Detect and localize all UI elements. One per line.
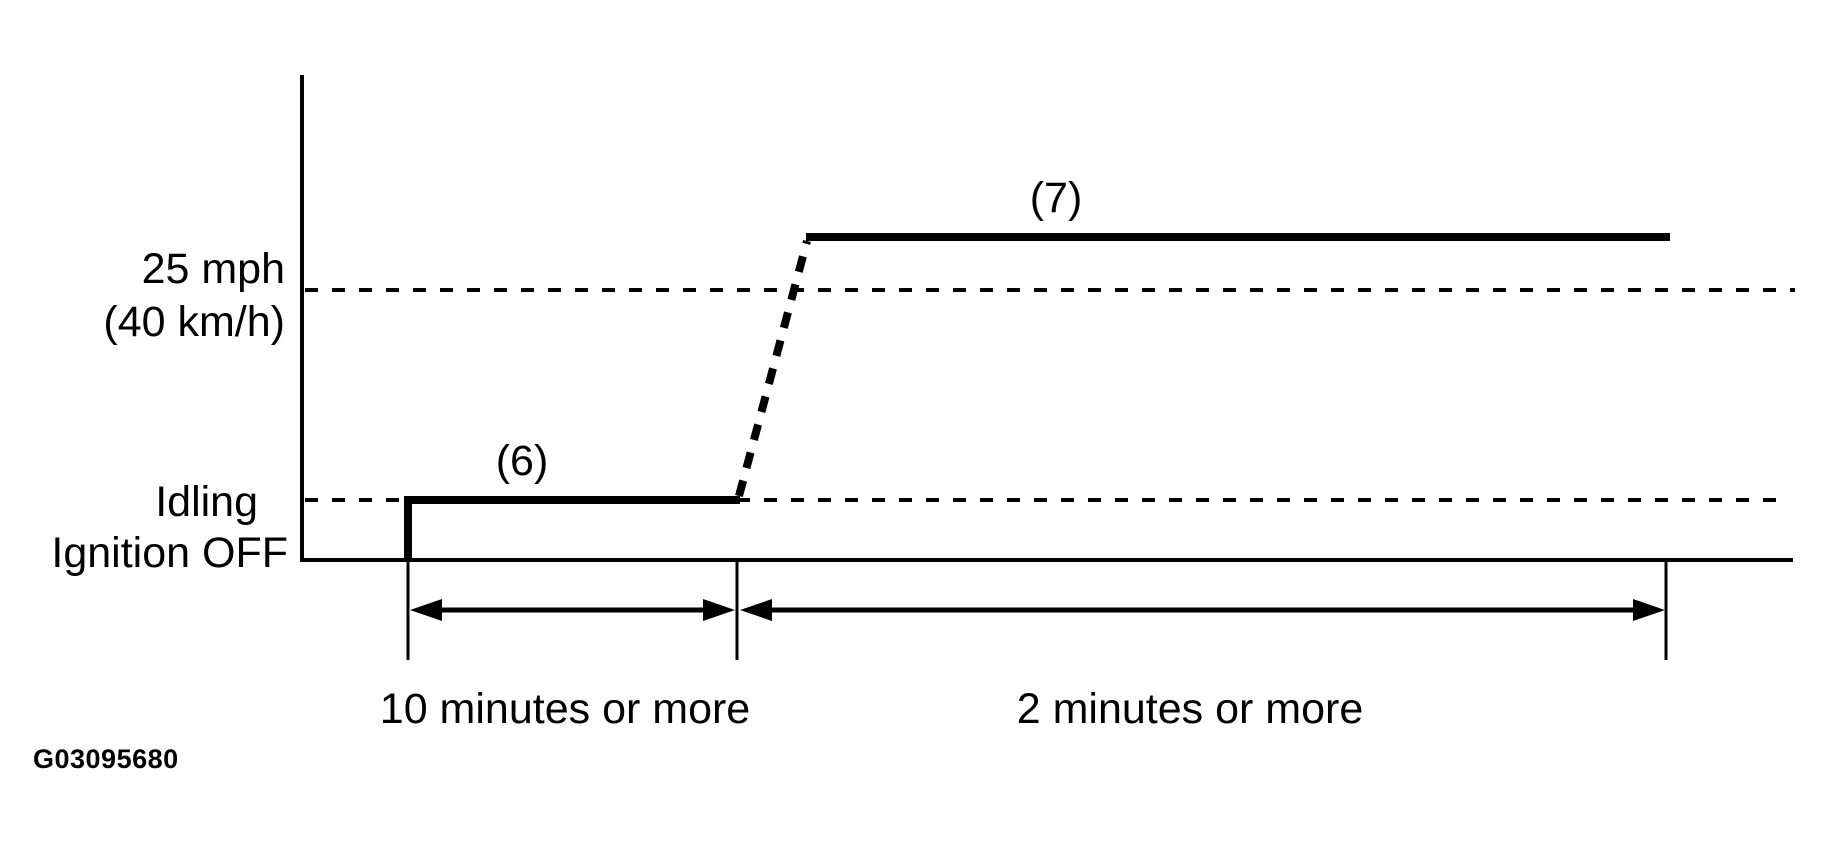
idle-duration-arrowhead-left <box>410 599 442 621</box>
figure-code: G03095680 <box>33 744 179 774</box>
drive-duration-arrow <box>740 599 1665 621</box>
idle-segment-line <box>404 496 740 561</box>
acceleration-transition-line <box>735 239 811 498</box>
idle-duration-label: 10 minutes or more <box>379 685 751 733</box>
ignition-off-level-label: Ignition OFF <box>51 529 288 577</box>
idle-duration-arrowhead-right <box>703 599 735 621</box>
drive-duration-arrowhead-right <box>1633 599 1665 621</box>
speed-threshold-label-line1: 25 mph <box>141 245 285 293</box>
idle-segment-callout: (6) <box>495 437 549 485</box>
idle-duration-arrow <box>410 599 735 621</box>
drive-duration-arrowhead-left <box>740 599 772 621</box>
speed-threshold-label-line2: (40 km/h) <box>103 298 285 346</box>
speed-threshold-label: 25 mph (40 km/h) <box>103 243 285 349</box>
drive-duration-label: 2 minutes or more <box>1016 685 1364 733</box>
drive-segment-callout: (7) <box>1029 174 1083 222</box>
idling-level-label: Idling <box>155 478 258 526</box>
